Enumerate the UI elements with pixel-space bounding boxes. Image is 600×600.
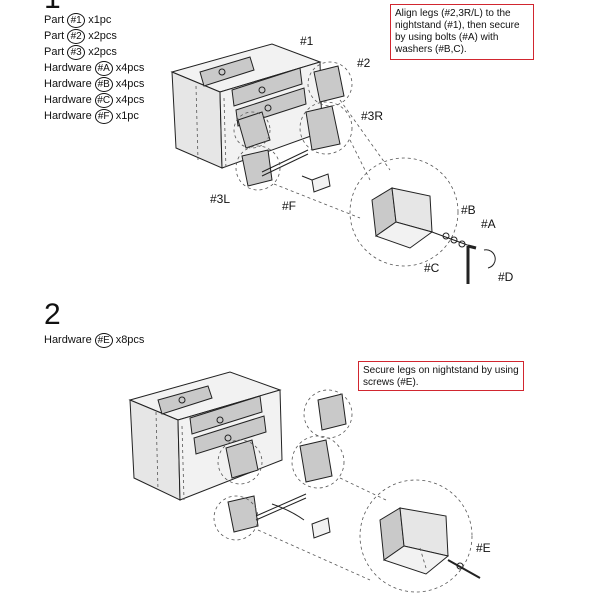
step-2-number: 2 <box>44 298 61 331</box>
parts-list-item: Part #2 x2pcs <box>44 28 144 44</box>
step-2-zoom-detail <box>359 479 481 593</box>
part-code-badge: #B <box>94 76 113 92</box>
callout-hardware-e: #E <box>476 541 491 555</box>
parts-list-item: Hardware #B x4pcs <box>44 76 144 92</box>
step-2-nightstand <box>128 371 347 539</box>
parts-prefix: Part <box>44 46 65 58</box>
parts-qty: x1pc <box>115 110 139 122</box>
parts-prefix: Part <box>44 14 65 26</box>
step-1-zoom-detail <box>349 157 496 284</box>
parts-list-item: Part #3 x2pcs <box>44 44 144 60</box>
step-1-number: 1 <box>44 0 61 14</box>
parts-prefix: Hardware <box>44 110 92 122</box>
step-1-instruction-note: Align legs (#2,3R/L) to the nightstand (… <box>390 4 534 60</box>
callout-hardware-d: #D <box>498 270 514 284</box>
step-2-instruction-note: Secure legs on nightstand by using screw… <box>358 361 524 391</box>
callout-hardware-f: #F <box>282 199 297 213</box>
callout-part-3l: #3L <box>210 192 231 206</box>
part-code-badge: #1 <box>67 12 86 28</box>
callout-hardware-c: #C <box>424 261 440 275</box>
part-code-badge: #2 <box>67 28 86 44</box>
step-1-parts-list: Part #1 x1pc Part #2 x2pcs Part #3 x2pcs… <box>44 12 144 124</box>
part-code-badge: #C <box>94 92 113 108</box>
callout-part-1: #1 <box>300 34 314 48</box>
callout-hardware-b: #B <box>461 203 476 217</box>
callout-part-3r: #3R <box>361 109 384 123</box>
parts-list-item: Part #1 x1pc <box>44 12 144 28</box>
parts-prefix: Hardware <box>44 62 92 74</box>
parts-prefix: Part <box>44 30 65 42</box>
parts-qty: x4pcs <box>115 62 145 74</box>
parts-prefix: Hardware <box>44 94 92 106</box>
part-code-badge: #A <box>94 60 113 76</box>
part-code-badge: #3 <box>67 44 86 60</box>
parts-qty: x2pcs <box>88 46 117 58</box>
callout-part-2: #2 <box>357 56 371 70</box>
parts-qty: x2pcs <box>88 30 117 42</box>
parts-prefix: Hardware <box>44 334 92 346</box>
parts-list-item: Hardware #C x4pcs <box>44 92 144 108</box>
parts-qty: x4pcs <box>115 78 145 90</box>
step-1-nightstand <box>170 43 345 187</box>
parts-list-item: Hardware #F x1pc <box>44 108 144 124</box>
part-code-badge: #E <box>94 332 113 348</box>
callout-hardware-a: #A <box>481 217 496 231</box>
step-2-hardware-item: Hardware #E x8pcs <box>44 332 144 348</box>
step-2-detail-callouts <box>213 389 387 581</box>
parts-qty: x4pcs <box>115 94 145 106</box>
parts-prefix: Hardware <box>44 78 92 90</box>
part-code-badge: #F <box>94 108 113 124</box>
parts-qty: x1pc <box>88 14 112 26</box>
parts-qty: x8pcs <box>115 334 145 346</box>
parts-list-item: Hardware #A x4pcs <box>44 60 144 76</box>
